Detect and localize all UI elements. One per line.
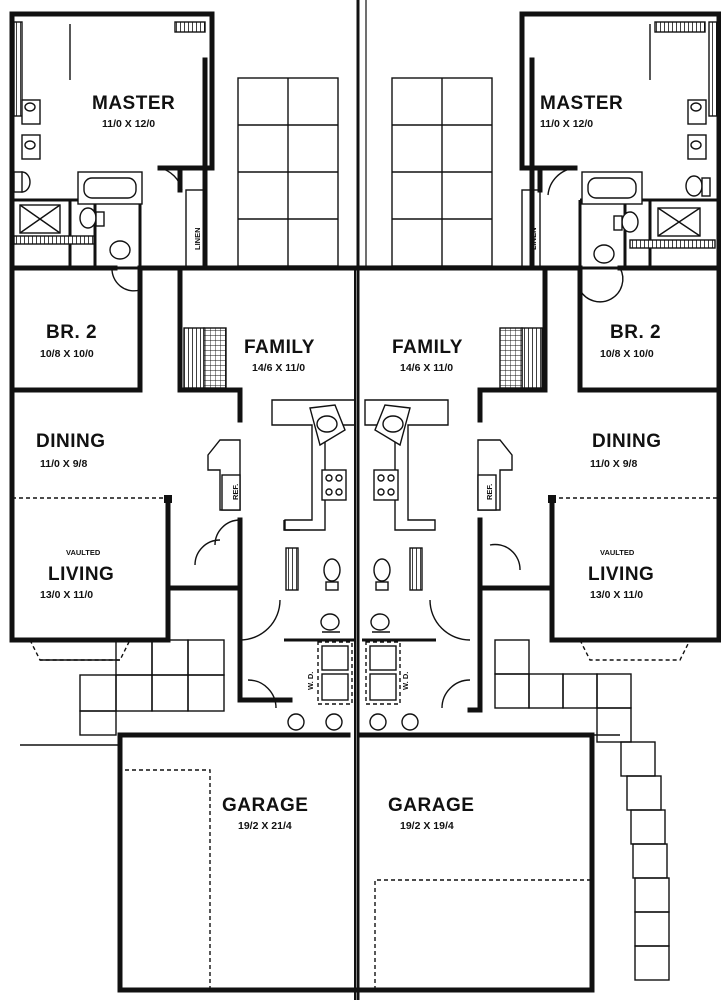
right-living-name: LIVING [588, 564, 654, 585]
right-dining-name: DINING [592, 431, 662, 452]
left-master-dims: 11/0 X 12/0 [102, 118, 155, 130]
right-ref-label: REF. [485, 484, 494, 500]
left-br2-closet-hatch [13, 235, 95, 245]
right-master-name: MASTER [540, 93, 623, 114]
right-family-fireplace [521, 327, 543, 389]
right-closet-hatch-2 [654, 21, 706, 33]
left-family-name: FAMILY [244, 337, 315, 358]
party-wall [354, 0, 367, 1000]
right-br2-closet-hatch [629, 239, 716, 249]
left-family-fireplace [183, 327, 205, 389]
left-br2-dims: 10/8 X 10/0 [40, 348, 94, 360]
left-dining-name: DINING [36, 431, 106, 452]
left-master-closet-hatch [13, 21, 23, 117]
left-dining-dims: 11/0 X 9/8 [40, 458, 87, 470]
right-family-dims: 14/6 X 11/0 [400, 362, 453, 374]
left-laundry: W. D. [247, 641, 353, 731]
right-br2-dims: 10/8 X 10/0 [600, 348, 654, 360]
right-living-prefix: VAULTED [600, 548, 635, 557]
right-wd-label: W. D. [401, 672, 410, 690]
left-living-name: LIVING [48, 564, 114, 585]
left-living-dims: 13/0 X 11/0 [40, 589, 93, 601]
left-garage-door [125, 769, 211, 990]
right-dining-dims: 11/0 X 9/8 [590, 458, 637, 470]
right-master-closet-hatch [708, 21, 718, 117]
right-family-name: FAMILY [392, 337, 463, 358]
right-master-dims: 11/0 X 12/0 [540, 118, 593, 130]
right-unit: LINEN REF. [357, 11, 721, 993]
right-br2-name: BR. 2 [610, 322, 661, 343]
right-kitchen: REF. [362, 399, 521, 642]
right-walkway-pavers [494, 639, 670, 981]
left-garage-name: GARAGE [222, 795, 308, 816]
right-patio-pavers [391, 77, 493, 267]
left-closet-hatch-2 [174, 21, 206, 33]
left-unit: LINEN REF. [9, 11, 361, 993]
right-linen-label: LINEN [529, 228, 538, 251]
left-family-dims: 14/6 X 11/0 [252, 362, 305, 374]
right-master-bath [547, 99, 711, 303]
left-patio-pavers [237, 77, 339, 267]
right-garage-name: GARAGE [388, 795, 474, 816]
left-linen-label: LINEN [193, 228, 202, 251]
left-master-bath [13, 99, 183, 292]
right-garage-door [374, 879, 592, 990]
right-living-dims: 13/0 X 11/0 [590, 589, 643, 601]
left-wd-label: W. D. [306, 672, 315, 690]
left-br2-name: BR. 2 [46, 322, 97, 343]
left-master-name: MASTER [92, 93, 175, 114]
left-kitchen: REF. [194, 399, 356, 642]
left-walkway-pavers [79, 639, 225, 736]
left-ref-label: REF. [231, 484, 240, 500]
left-linen-closet [185, 189, 205, 269]
room-labels: MASTER 11/0 X 12/0 BR. 2 10/8 X 10/0 FAM… [36, 93, 662, 832]
left-living-prefix: VAULTED [66, 548, 101, 557]
right-garage-dims: 19/2 X 19/4 [400, 820, 454, 832]
right-linen-closet [521, 189, 541, 269]
right-laundry: W. D. [365, 641, 471, 731]
left-garage-dims: 19/2 X 21/4 [238, 820, 292, 832]
left-walls [9, 11, 361, 993]
